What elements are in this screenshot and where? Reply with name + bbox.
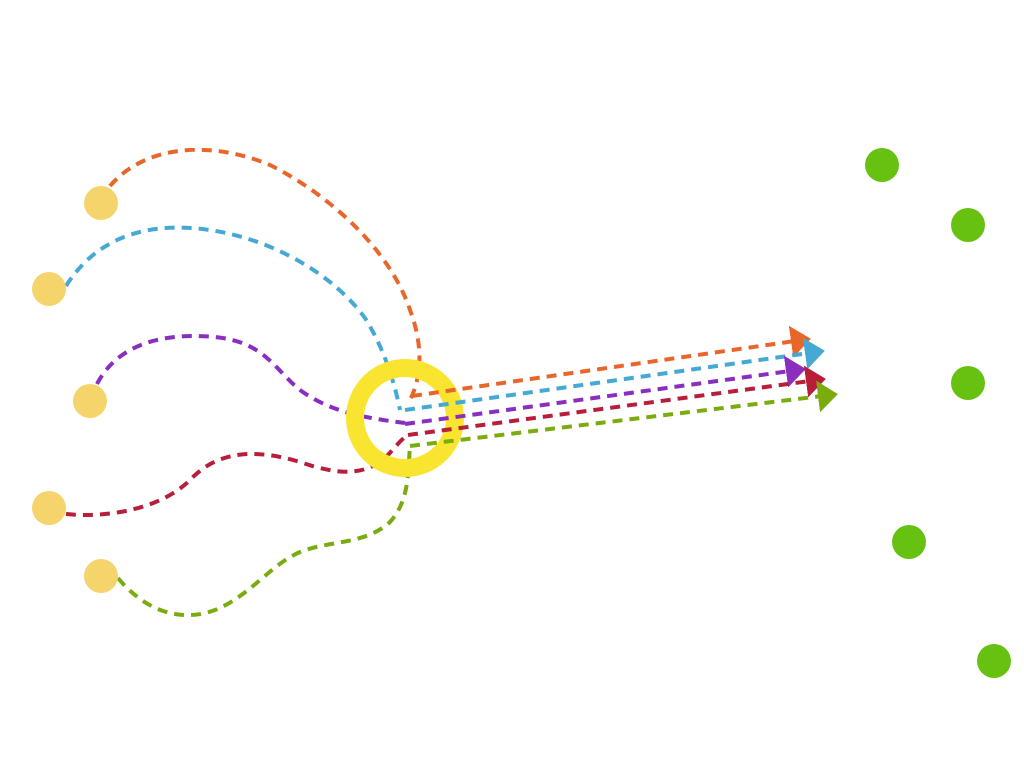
- hub-ring: [346, 359, 464, 477]
- target-node: [977, 644, 1011, 678]
- target-node: [951, 366, 985, 400]
- flow-path-green: [116, 444, 412, 618]
- flow-ray-orange: [411, 325, 811, 398]
- target-node: [951, 208, 985, 242]
- source-node: [32, 491, 66, 525]
- source-node: [84, 186, 118, 220]
- source-node: [73, 384, 107, 418]
- flow-path-orange: [108, 147, 422, 401]
- flow-path-blue: [64, 225, 402, 411]
- flow-ray-green: [409, 380, 838, 448]
- target-node: [892, 525, 926, 559]
- flow-path-purple: [95, 334, 406, 425]
- flow-ray-blue: [404, 337, 825, 412]
- source-node: [32, 272, 66, 306]
- flow-ray-purple: [404, 355, 806, 426]
- source-node: [84, 559, 118, 593]
- target-node: [865, 148, 899, 182]
